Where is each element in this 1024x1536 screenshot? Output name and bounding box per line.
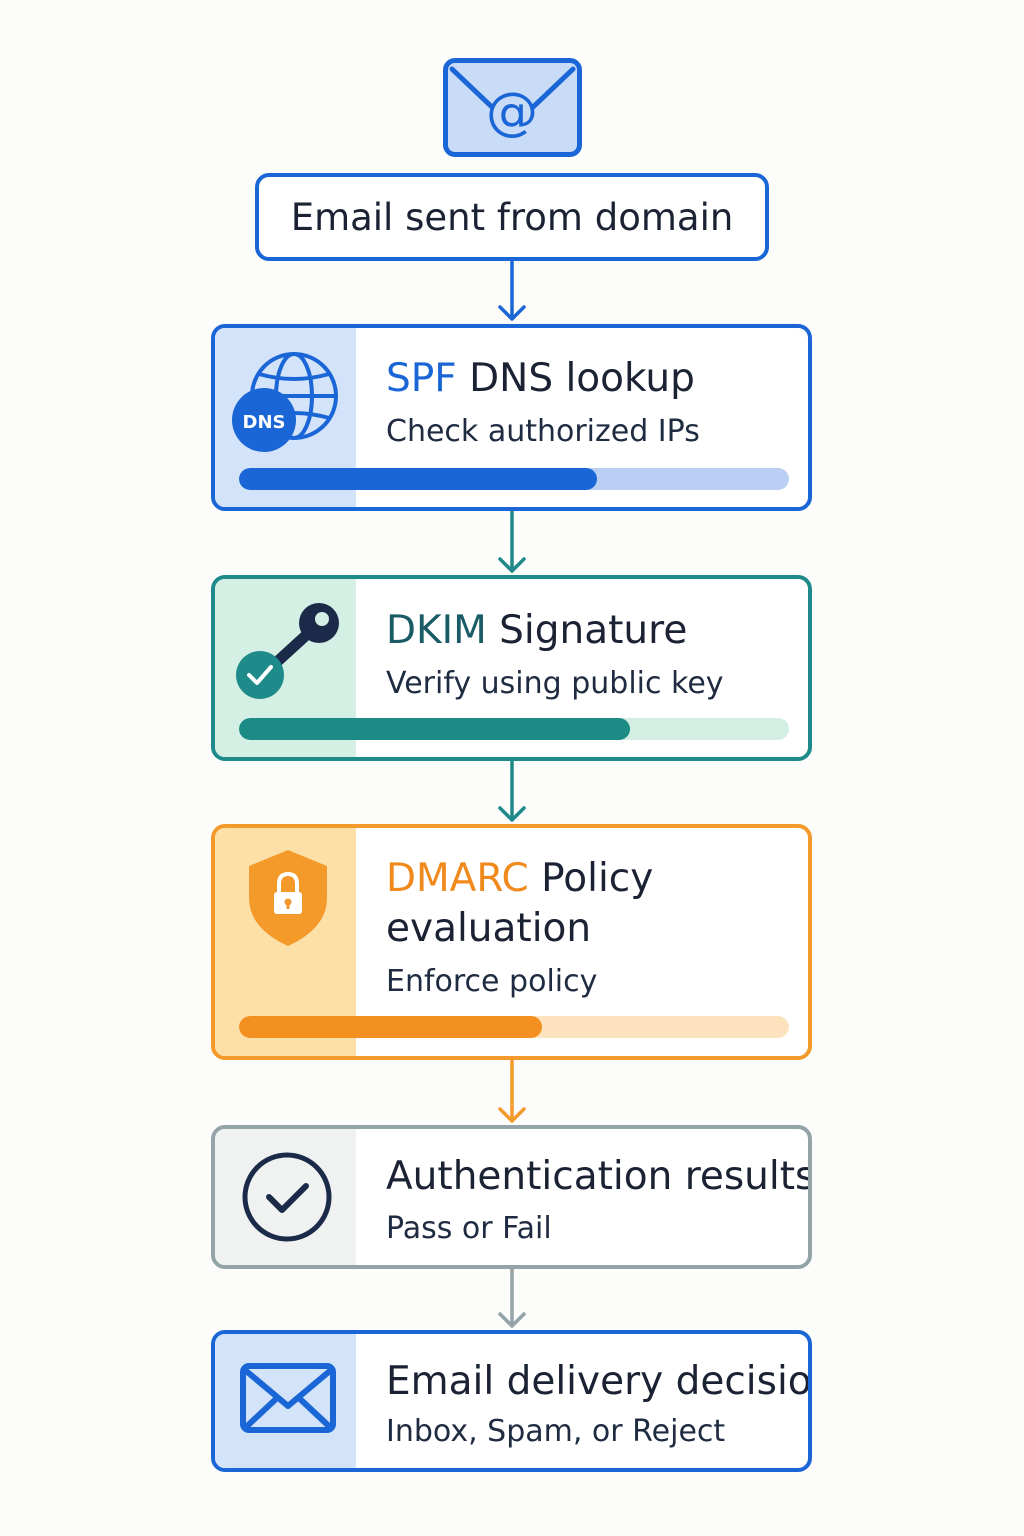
auth-results-card: Authentication results Pass or Fail [211, 1125, 812, 1269]
arrow-dkim-to-dmarc [497, 761, 527, 824]
dns-globe-icon: DNS [232, 352, 338, 452]
dns-badge-label: DNS [243, 412, 286, 433]
dmarc-title-accent: DMARC [386, 856, 529, 901]
delivery-icon-panel [215, 1334, 356, 1468]
dmarc-title: DMARC Policy [386, 855, 653, 903]
dmarc-progress-bar [239, 1016, 789, 1038]
spf-progress-fill [239, 468, 597, 490]
spf-progress-bar [239, 468, 789, 490]
dkim-title-rest: Signature [486, 608, 688, 653]
auth-icon-panel [215, 1129, 356, 1265]
dmarc-progress-fill [239, 1016, 542, 1038]
start-label: Email sent from domain [290, 195, 734, 239]
dkim-step-card: DKIM Signature Verify using public key [211, 575, 812, 761]
dmarc-step-card: DMARC Policy evaluation Enforce policy [211, 824, 812, 1060]
delivery-subtitle: Inbox, Spam, or Reject [386, 1414, 726, 1449]
spf-step-card: DNS SPF DNS lookup Check authorized IPs [211, 324, 812, 511]
spf-subtitle: Check authorized IPs [386, 414, 700, 449]
envelope-icon [240, 1363, 336, 1433]
check-circle-icon [242, 1152, 332, 1242]
dkim-title: DKIM Signature [386, 607, 687, 655]
auth-subtitle: Pass or Fail [386, 1211, 552, 1246]
dkim-progress-fill [239, 718, 630, 740]
delivery-title: Email delivery decision [386, 1359, 812, 1404]
spf-title: SPF DNS lookup [386, 355, 695, 403]
dkim-title-accent: DKIM [386, 608, 487, 653]
svg-text:@: @ [486, 82, 538, 142]
shield-lock-icon [249, 850, 327, 946]
spf-title-accent: SPF [386, 356, 457, 401]
dkim-progress-bar [239, 718, 789, 740]
dkim-subtitle: Verify using public key [386, 666, 724, 701]
start-node: Email sent from domain [255, 173, 769, 261]
dmarc-title-rest: Policy [528, 856, 654, 901]
auth-title: Authentication results [386, 1154, 812, 1199]
dmarc-title-line2: evaluation [386, 906, 592, 951]
key-check-icon [236, 603, 339, 699]
email-at-icon: @ [443, 58, 582, 157]
dmarc-subtitle: Enforce policy [386, 964, 598, 999]
arrow-dmarc-to-auth [497, 1060, 527, 1125]
arrow-start-to-spf [497, 261, 527, 323]
spf-title-rest: DNS lookup [456, 356, 695, 401]
arrow-auth-to-delivery [497, 1269, 527, 1330]
delivery-decision-card: Email delivery decision Inbox, Spam, or … [211, 1330, 812, 1472]
arrow-spf-to-dkim [497, 511, 527, 575]
